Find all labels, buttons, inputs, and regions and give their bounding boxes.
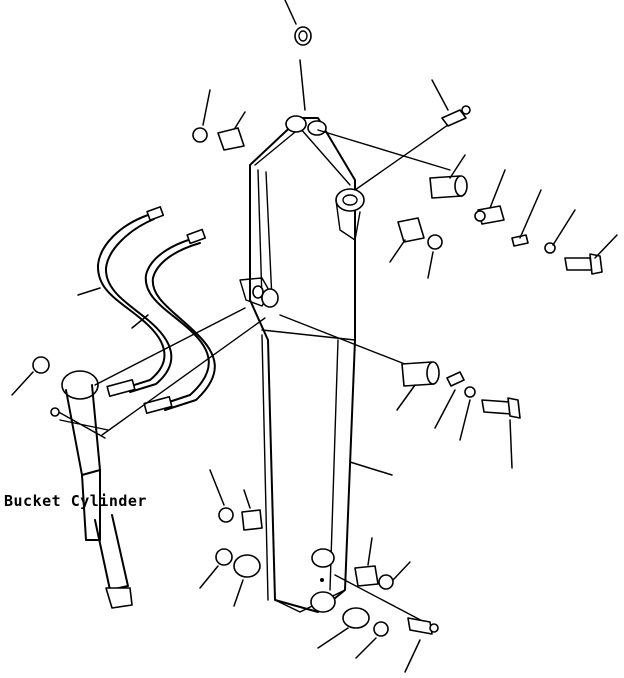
loose-parts <box>32 26 603 637</box>
arm-body <box>239 115 365 613</box>
bucket-cylinder-label: Bucket Cylinder <box>4 492 147 510</box>
bucket-cylinder <box>50 370 133 609</box>
hydraulic-hoses <box>96 206 216 414</box>
assembly-guide-lines <box>94 119 456 626</box>
reference-leaders <box>11 0 618 673</box>
